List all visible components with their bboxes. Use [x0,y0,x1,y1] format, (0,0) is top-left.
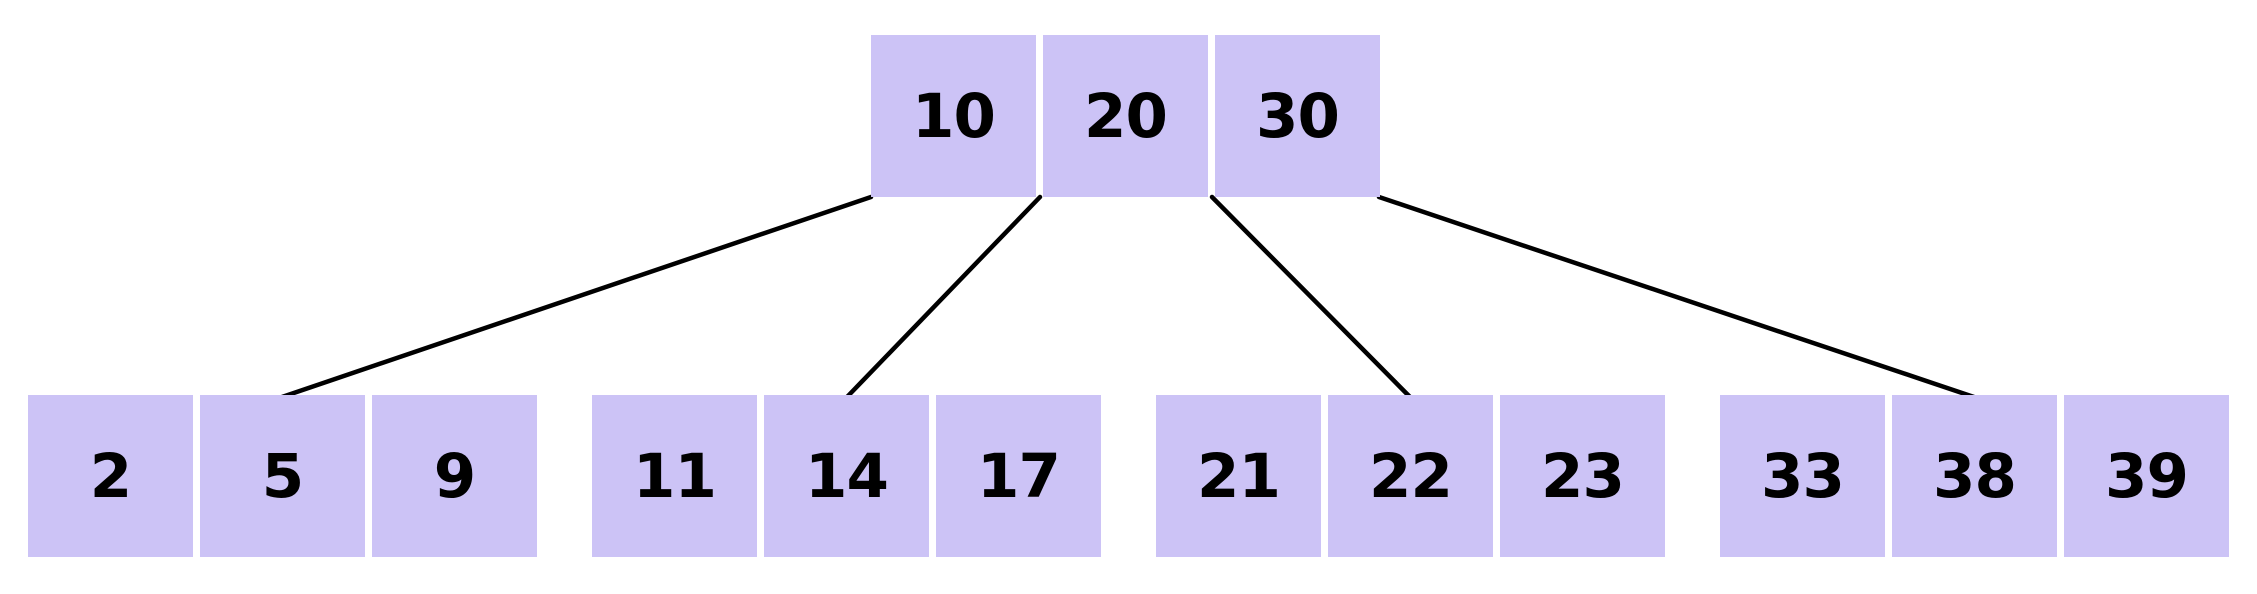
btree-child-node-3: 33 38 39 [1720,395,2229,557]
btree-key-cell: 2 [28,395,193,557]
btree-key-cell: 33 [1720,395,1885,557]
edge-root-to-child-0 [279,194,874,400]
btree-root-node: 10 20 30 [871,35,1380,197]
btree-key-cell: 38 [1892,395,2057,557]
edge-root-to-child-2 [1209,194,1413,400]
btree-key-cell: 20 [1043,35,1208,197]
btree-key-cell: 9 [372,395,537,557]
btree-key-cell: 10 [871,35,1036,197]
btree-key-cell: 22 [1328,395,1493,557]
btree-key-cell: 23 [1500,395,1665,557]
btree-key-cell: 17 [936,395,1101,557]
btree-key-cell: 39 [2064,395,2229,557]
btree-key-cell: 11 [592,395,757,557]
btree-key-cell: 5 [200,395,365,557]
btree-key-cell: 30 [1215,35,1380,197]
btree-key-cell: 21 [1156,395,1321,557]
edge-root-to-child-1 [844,194,1043,400]
btree-key-cell: 14 [764,395,929,557]
edge-root-to-child-3 [1376,194,1977,400]
btree-child-node-1: 11 14 17 [592,395,1101,557]
btree-child-node-0: 2 5 9 [28,395,537,557]
btree-child-node-2: 21 22 23 [1156,395,1665,557]
